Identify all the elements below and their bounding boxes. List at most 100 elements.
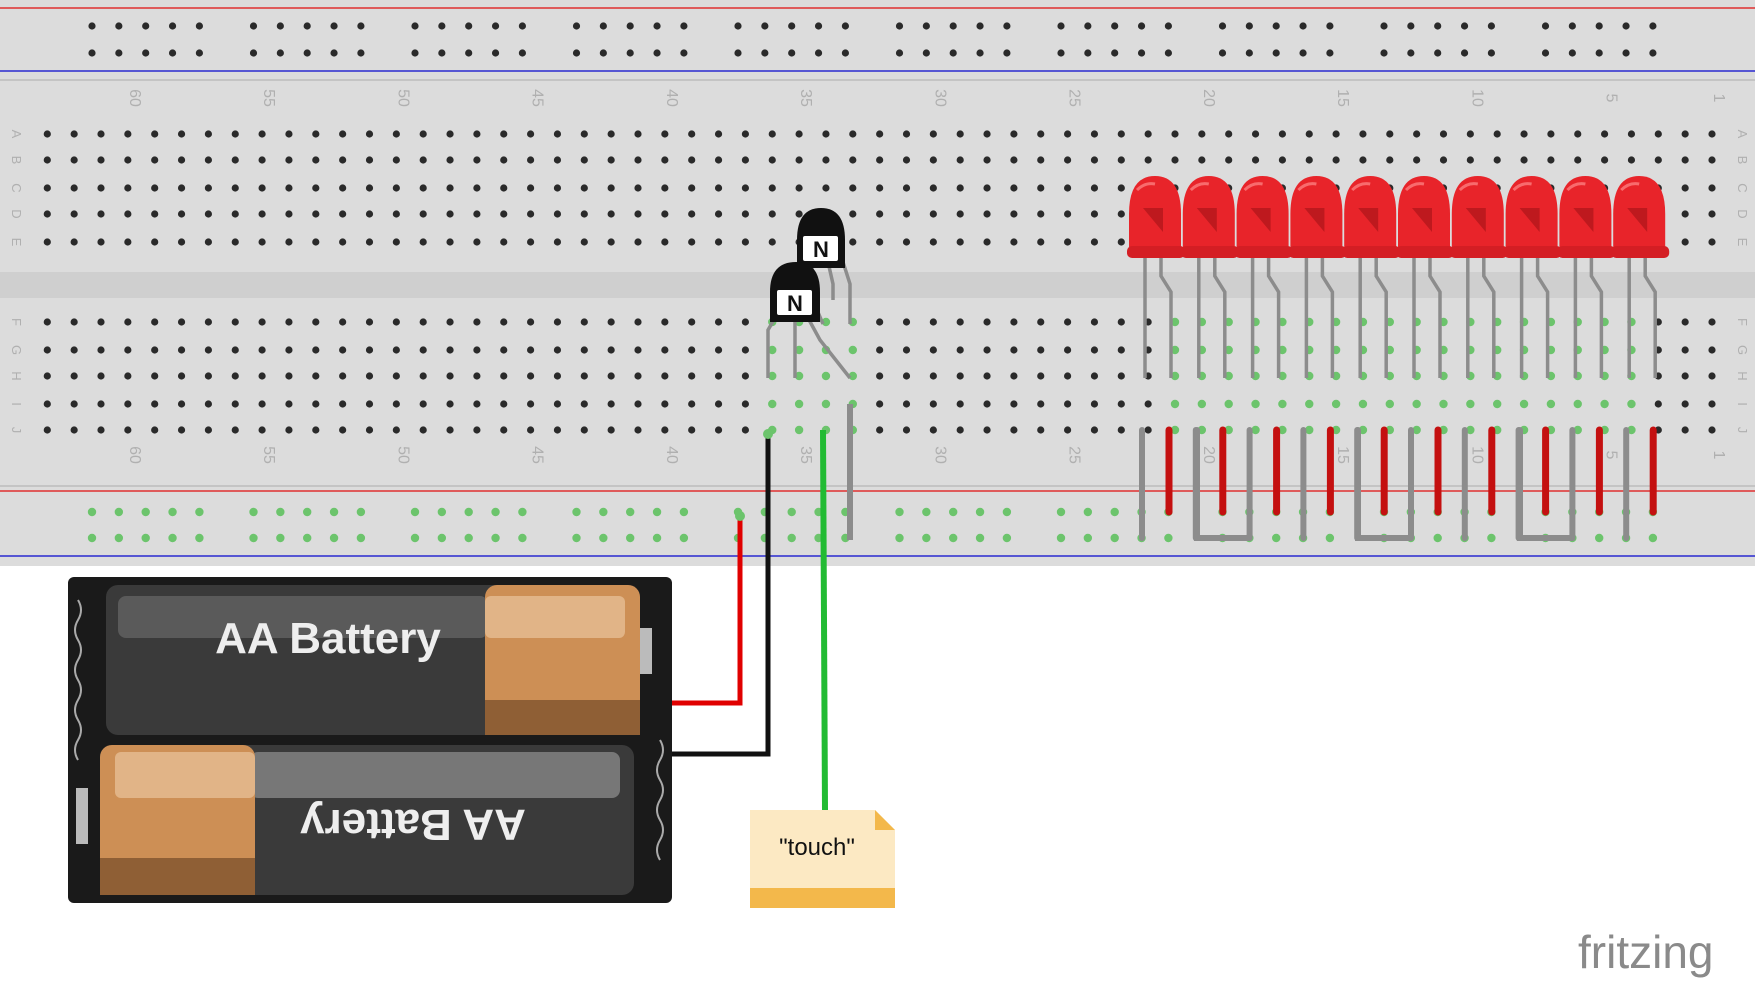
hole [70, 210, 78, 218]
rail-hole [652, 533, 662, 543]
hole [580, 400, 588, 408]
led[interactable] [1234, 176, 1293, 378]
led[interactable] [1503, 176, 1562, 378]
rail-hole [1272, 533, 1281, 543]
rail-hole [168, 533, 177, 543]
rail-hole [1568, 49, 1576, 57]
rail-hole [142, 22, 150, 30]
column-label: 55 [260, 89, 277, 107]
hole [1439, 399, 1448, 409]
led[interactable] [1342, 176, 1401, 378]
hole [821, 371, 831, 381]
hole [1412, 399, 1421, 409]
led[interactable] [1396, 176, 1454, 378]
hole [580, 184, 588, 192]
rail-hole [1434, 22, 1442, 30]
transistor-q1[interactable]: N [797, 208, 845, 268]
hole [634, 210, 642, 218]
hole [1412, 425, 1421, 435]
hole [1144, 400, 1152, 408]
hole [1681, 210, 1689, 218]
rail-hole [356, 533, 366, 543]
hole [876, 318, 884, 326]
hole [1681, 426, 1689, 434]
hole [97, 210, 105, 218]
hole [929, 400, 937, 408]
hole [929, 318, 937, 326]
hole [258, 426, 266, 434]
hole [527, 210, 535, 218]
led[interactable] [1288, 176, 1347, 378]
spring-left [74, 599, 82, 761]
led[interactable] [1449, 176, 1508, 378]
hole [419, 184, 427, 192]
column-label: 30 [931, 446, 948, 464]
rail-hole [303, 22, 311, 30]
led[interactable] [1180, 176, 1239, 378]
column-label: 25 [1066, 89, 1083, 107]
led[interactable] [1611, 176, 1670, 378]
rail-hole [680, 49, 688, 57]
battery-pack[interactable]: AA Battery AA Battery [68, 577, 672, 903]
column-label: 40 [663, 89, 680, 107]
hole [1224, 425, 1233, 435]
hole [1117, 210, 1125, 218]
rail-hole [975, 533, 985, 543]
row-label: G [9, 345, 24, 355]
hole [97, 130, 105, 138]
hole [1278, 399, 1287, 409]
green-touch-wire[interactable] [820, 429, 828, 811]
hole [902, 372, 911, 380]
rail-hole [680, 22, 688, 30]
hole [983, 426, 991, 434]
hole [1064, 400, 1072, 408]
hole [285, 238, 293, 246]
red-wire[interactable] [670, 516, 743, 706]
black-wire[interactable] [670, 430, 771, 757]
hole [634, 318, 642, 326]
rail-hole [1487, 22, 1495, 30]
hole [741, 184, 750, 192]
rail-hole [1299, 22, 1307, 30]
touch-note[interactable]: "touch" [750, 810, 895, 908]
hole [1654, 156, 1662, 164]
hole [177, 400, 186, 408]
hole [151, 426, 159, 434]
hole [70, 156, 78, 164]
led[interactable] [1127, 176, 1185, 378]
hole [392, 130, 400, 138]
hole [339, 372, 347, 380]
row-label: C [1735, 183, 1750, 192]
hole [1117, 346, 1125, 354]
hole [1251, 425, 1260, 435]
rail-hole [949, 49, 957, 57]
rail-hole [1326, 49, 1334, 57]
hole [1466, 399, 1475, 409]
rail-hole [626, 22, 634, 30]
hole [177, 210, 186, 218]
led[interactable] [1557, 176, 1616, 378]
hole [1332, 156, 1340, 164]
rail-hole [1434, 49, 1442, 57]
spring-right [656, 739, 664, 861]
hole [446, 130, 454, 138]
hole [741, 156, 750, 164]
row-label: J [9, 427, 24, 434]
hole [204, 372, 212, 380]
hole [1170, 345, 1180, 355]
rail-hole [1541, 49, 1550, 57]
hole [419, 130, 427, 138]
rail-hole [168, 507, 177, 517]
transistor-q2[interactable]: N [770, 262, 820, 322]
column-label: 60 [126, 446, 143, 464]
hole [741, 426, 750, 434]
rail-hole [572, 22, 581, 30]
hole [339, 400, 347, 408]
hole [1708, 400, 1716, 408]
hole [1574, 130, 1582, 138]
rail-hole [1380, 22, 1388, 30]
rail-hole [1272, 49, 1280, 57]
hole [876, 238, 884, 246]
hole [1224, 317, 1233, 327]
